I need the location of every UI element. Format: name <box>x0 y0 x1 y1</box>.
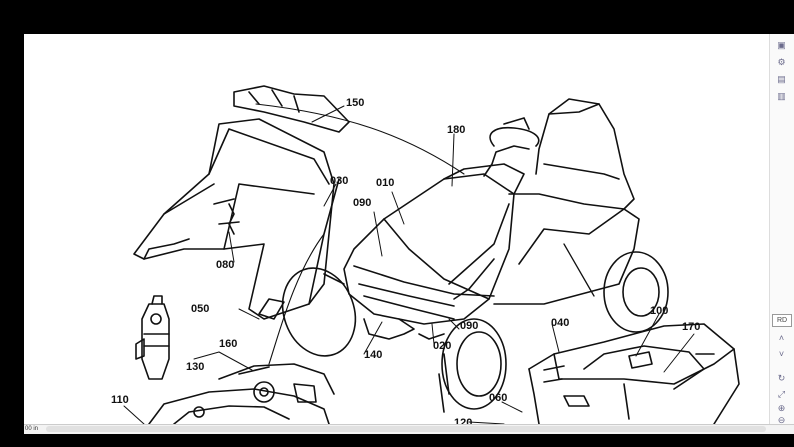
side-toolbar: ▣ ⚙ ▤ ▥ RD ˄ ˅ ↻ ⤢ ⊕ ⊖ <box>769 34 794 424</box>
settings-icon[interactable]: ⚙ <box>777 57 786 67</box>
callout-050: 050 <box>191 303 209 315</box>
chevron-down-icon[interactable]: ˅ <box>778 349 785 359</box>
zoom-level: 00 in <box>25 426 39 432</box>
zoom-in-icon[interactable]: ⊕ <box>777 403 786 413</box>
callout-010: 010 <box>376 177 394 189</box>
fit-page-icon[interactable]: ⤢ <box>777 389 786 399</box>
tractor-body-part <box>343 98 640 340</box>
callout-150: 150 <box>346 97 364 109</box>
image-icon[interactable]: ▣ <box>777 40 786 50</box>
callout-080: 080 <box>216 259 234 271</box>
motor-part <box>135 295 170 380</box>
zoom-out-icon[interactable]: ⊖ <box>777 415 786 424</box>
refresh-icon[interactable]: ↻ <box>777 373 786 383</box>
comment-icon[interactable]: ▤ <box>777 74 786 84</box>
callout-140: 140 <box>364 349 382 361</box>
bottom-scrollbar[interactable]: 00 in <box>24 424 794 434</box>
page-badge[interactable]: RD <box>772 314 792 327</box>
cover-part <box>528 323 740 424</box>
scroll-thumb[interactable] <box>46 426 766 432</box>
mower-deck-part <box>148 363 335 424</box>
parts-diagram: 150 180 030 010 090 080 050 040 100 170 … <box>111 85 740 424</box>
callout-090b: 090 <box>460 320 478 332</box>
callout-100: 100 <box>650 305 668 317</box>
callout-030: 030 <box>330 175 348 187</box>
callout-160: 160 <box>219 338 237 350</box>
callout-060: 060 <box>489 392 507 404</box>
callout-020: 020 <box>433 340 451 352</box>
callout-090a: 090 <box>353 197 371 209</box>
callout-040: 040 <box>551 317 569 329</box>
callout-180: 180 <box>447 124 465 136</box>
chevron-up-icon[interactable]: ˄ <box>778 333 785 343</box>
document-icon[interactable]: ▥ <box>777 91 786 101</box>
callout-110: 110 <box>111 394 129 406</box>
callout-130: 130 <box>186 361 204 373</box>
wheel-parts <box>281 251 669 413</box>
callout-170: 170 <box>682 321 700 333</box>
callout-120: 120 <box>454 417 472 424</box>
document-viewer: 150 180 030 010 090 080 050 040 100 170 … <box>24 34 794 424</box>
grass-catcher-part <box>133 85 350 320</box>
